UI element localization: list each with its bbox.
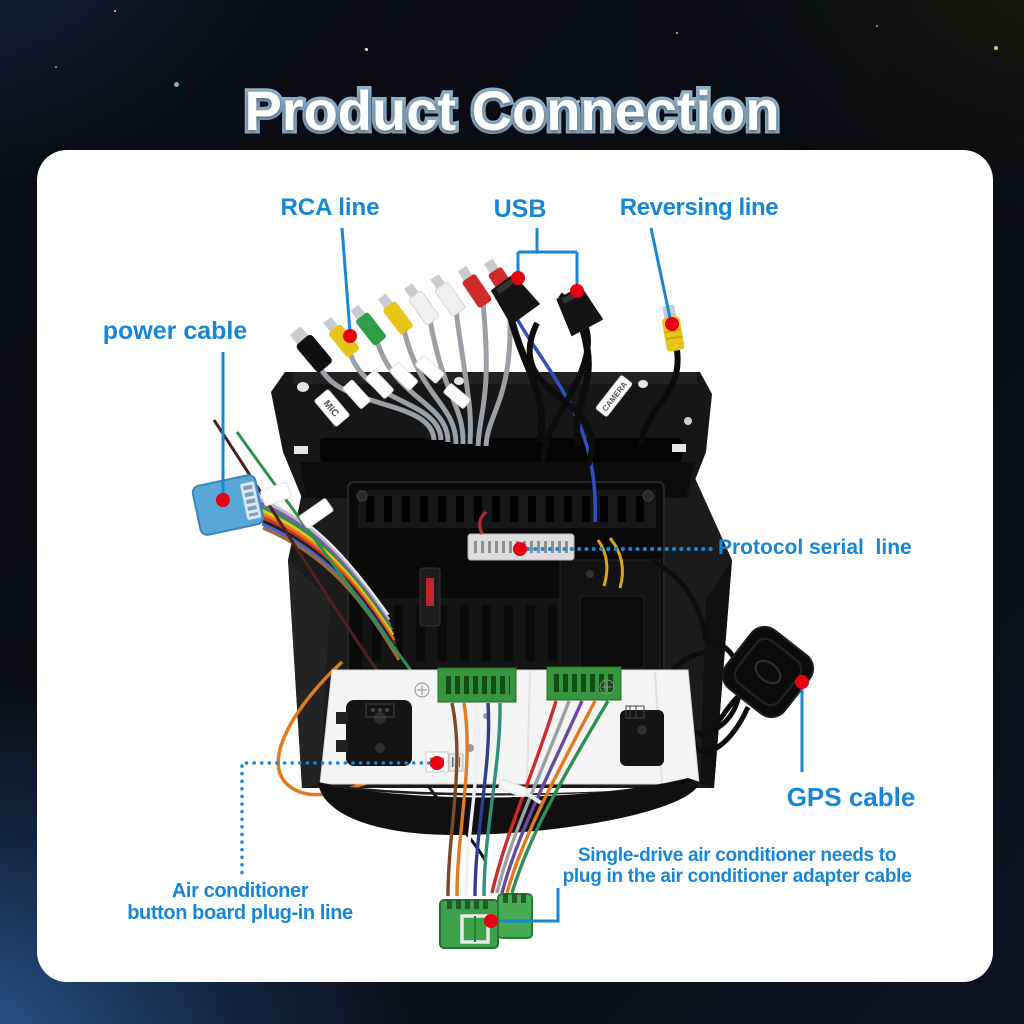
single-drive-leader: [499, 888, 560, 923]
aircon-leader-dotted: [240, 761, 431, 876]
connection-markers: [216, 271, 809, 928]
background-star: [994, 46, 998, 50]
marker-terminal: [484, 914, 498, 928]
zip-tie: [498, 779, 542, 805]
brown-wire: [212, 419, 400, 701]
background-star: [365, 48, 368, 51]
terminal-connector: [439, 893, 533, 949]
label-reversing-line: Reversing line: [619, 194, 779, 221]
reversing-leader: [649, 227, 672, 319]
label-air-conditioner-line1: Air conditioner: [171, 880, 309, 902]
bottom-harness-wires: [446, 700, 610, 897]
marker-protocol: [513, 542, 527, 556]
usb-leader: [516, 228, 579, 286]
background-star: [55, 66, 57, 68]
background-star: [174, 82, 179, 87]
rca-cables: [316, 295, 513, 447]
usb-plug-left: [490, 273, 541, 326]
bottom-lip-shadow: [318, 782, 700, 796]
label-gps-cable: GPS cable: [786, 782, 916, 812]
background-star: [577, 100, 580, 103]
blue-wire: [503, 295, 597, 523]
marker-usb-right: [570, 284, 584, 298]
background-star: [876, 25, 878, 27]
leader-lines: [221, 227, 804, 923]
power-cable-tags: [260, 481, 334, 529]
marker-usb-left: [511, 271, 525, 285]
marker-aircon: [430, 756, 444, 770]
rca-leader: [340, 227, 352, 333]
label-power-cable: power cable: [102, 317, 248, 345]
cable-tags-blank: [342, 355, 471, 409]
gps-antenna: [721, 625, 815, 719]
label-single-drive-note: Single-drive air conditioner needs to pl…: [527, 845, 947, 888]
marker-gps: [795, 675, 809, 689]
label-single-drive-line1: Single-drive air conditioner needs to: [577, 845, 897, 866]
bottom-lip: [318, 778, 700, 836]
background-star: [676, 32, 678, 34]
reversing-cable: [637, 343, 681, 447]
usb-cables: [507, 292, 596, 474]
power-connector: [191, 474, 265, 536]
label-single-drive-line2: plug in the air conditioner adapter cabl…: [562, 866, 912, 888]
label-air-conditioner-plugin-line: Air conditioner button board plug-in lin…: [108, 880, 372, 925]
marker-rca: [343, 329, 357, 343]
label-air-conditioner-line2: button board plug-in line: [127, 902, 353, 925]
label-protocol-serial-line: Protocol serial line: [718, 536, 912, 559]
label-usb: USB: [493, 195, 547, 223]
cable-tag-mic: MIC: [314, 389, 350, 427]
marker-reversing: [665, 317, 679, 331]
green-wire: [235, 431, 427, 691]
pcb-heatsink: [347, 481, 665, 691]
bottom-panel: [319, 666, 700, 785]
label-rca-line: RCA line: [280, 194, 380, 221]
background-star: [114, 10, 116, 12]
marker-power: [216, 493, 230, 507]
page-title: Product Connection: [241, 75, 783, 145]
